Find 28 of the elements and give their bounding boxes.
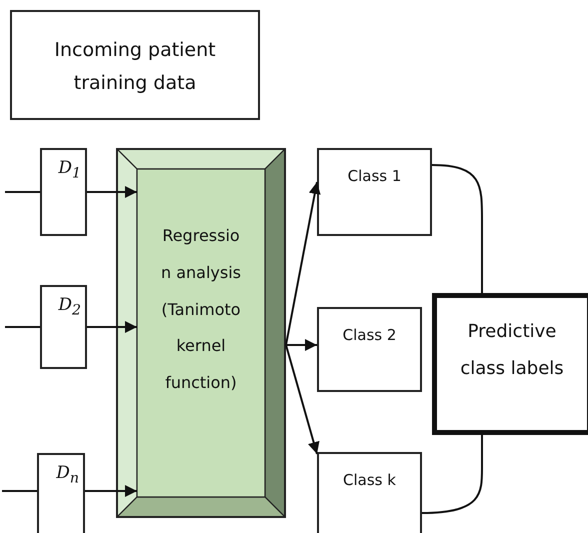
connector-line <box>2 490 37 492</box>
dataset-box <box>37 453 85 533</box>
box-title: Incoming patient training data <box>53 38 217 96</box>
dataset-label: D$_{1}$ <box>58 158 81 182</box>
dataset-label: D$_{n}$ <box>56 463 79 486</box>
output-label: Predictive class labels <box>459 320 565 381</box>
dataset-label: D$_{2}$ <box>58 295 81 318</box>
class-label: Class k <box>342 471 397 489</box>
connector-line <box>432 164 483 293</box>
arrow <box>285 182 321 346</box>
arrow <box>286 339 317 351</box>
arrow <box>85 485 137 497</box>
class-label: Class 2 <box>342 326 398 344</box>
dataset-box <box>40 148 87 236</box>
class-box <box>317 148 432 236</box>
class-box <box>317 307 422 392</box>
output-box <box>432 293 588 435</box>
class-label: Class 1 <box>346 167 402 185</box>
connector-line <box>5 191 40 193</box>
process-label: Regressio n analysis (Tanimoto kernel function) <box>160 225 242 394</box>
connector-line <box>422 435 483 514</box>
class-box <box>317 452 422 533</box>
connector-line <box>5 326 40 328</box>
dataset-box <box>40 285 87 369</box>
arrow <box>285 344 320 454</box>
arrow <box>87 321 137 333</box>
input-data-box <box>10 10 260 120</box>
arrow <box>87 186 137 198</box>
